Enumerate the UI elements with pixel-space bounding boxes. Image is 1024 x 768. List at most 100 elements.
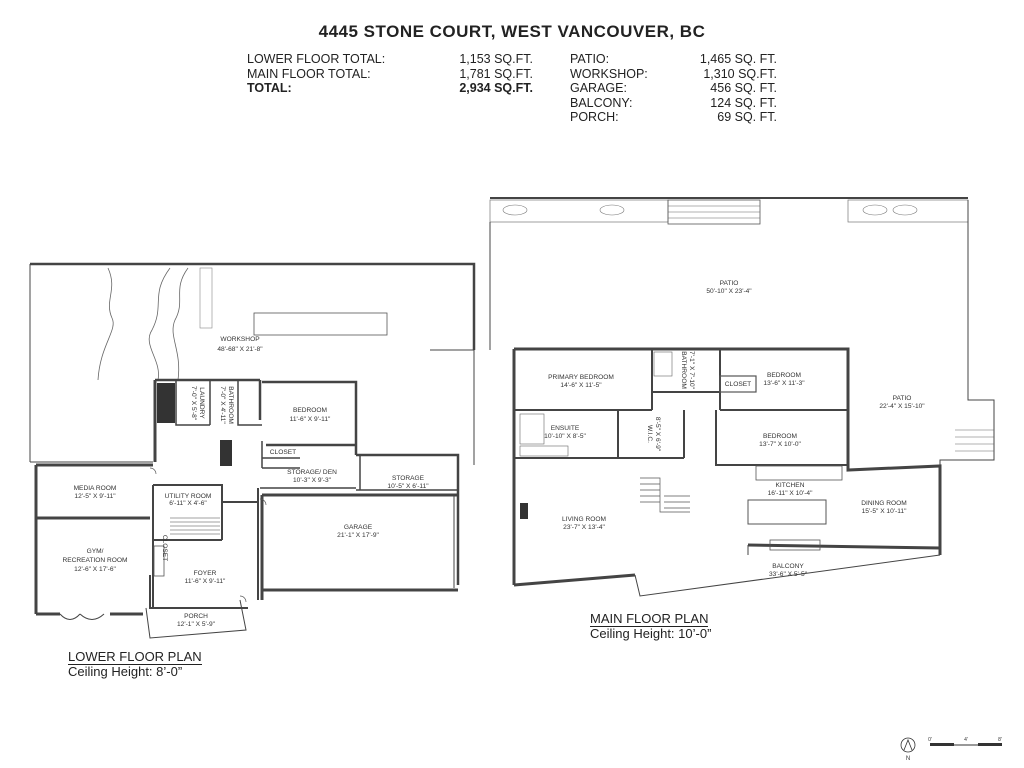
area-row-main: MAIN FLOOR TOTAL: 1,781 SQ.FT. — [247, 67, 533, 82]
patio-side-dim: 22'-4" X 15'-10" — [879, 403, 925, 410]
area-value: 456 SQ. FT. — [710, 81, 777, 95]
wic-name: W.I.C. — [646, 425, 653, 443]
workshop-dim: 48'-68" X 21'-8" — [217, 346, 263, 353]
balcony-dim: 33'-6" X 5'-5" — [769, 571, 808, 578]
rock-outline — [172, 267, 189, 381]
living-room-name: LIVING ROOM — [562, 516, 606, 523]
area-value: 1,465 SQ. FT. — [699, 52, 777, 66]
balcony-outline — [634, 545, 941, 597]
door-arc — [149, 467, 157, 475]
garage-name: GARAGE — [344, 524, 373, 531]
door-arc — [239, 595, 247, 603]
main-exterior-walls — [512, 347, 942, 587]
primary-bedroom-name: PRIMARY BEDROOM — [548, 374, 614, 381]
utility-room-dim: 6'-11" X 4'-6" — [169, 500, 207, 507]
utility-room-name: UTILITY ROOM — [165, 493, 212, 500]
north-arrow-icon — [900, 737, 916, 753]
porch-name: PORCH — [184, 613, 208, 620]
workshop-wall-inner — [29, 264, 475, 465]
storage-name: STORAGE — [392, 475, 425, 482]
laundry-name: LAUNDRY — [198, 387, 205, 419]
rock-outline — [97, 267, 114, 381]
lower-bedroom-dim: 11'-6" X 9'-11" — [290, 416, 331, 423]
dining-room-name: DINING ROOM — [861, 500, 906, 507]
area-label: TOTAL: — [247, 81, 292, 95]
gym-doors — [59, 613, 105, 620]
main-floor-title: MAIN FLOOR PLAN Ceiling Height: 10’-0” — [590, 612, 711, 641]
lower-floor-ceiling: Ceiling Height: 8’-0” — [68, 664, 183, 679]
workbench — [253, 312, 388, 336]
main-closet — [719, 375, 757, 393]
area-value: 1,781 SQ.FT. — [459, 66, 533, 81]
garage-dim: 21'-1" X 17'-9" — [337, 532, 379, 539]
workshop-name: WORKSHOP — [220, 336, 260, 343]
main-floor-ceiling: Ceiling Height: 10’-0” — [590, 626, 712, 641]
recreation-name: RECREATION ROOM — [62, 557, 127, 564]
patio-side-name: PATIO — [893, 395, 912, 402]
area-label: PORCH: — [570, 110, 619, 124]
plant-icon — [599, 204, 625, 216]
kitchen-counter — [755, 465, 843, 481]
area-value: 1,153 SQ.FT. — [459, 52, 533, 66]
media-room-dim: 12'-5" X 9'-11" — [74, 493, 116, 500]
planter-left — [489, 199, 669, 223]
balcony-name: BALCONY — [772, 563, 804, 570]
area-summary-floors: LOWER FLOOR TOTAL: 1,153 SQ.FT. MAIN FLO… — [247, 52, 533, 96]
main-bathroom-name: BATHROOM — [680, 351, 687, 389]
fireplace-block — [220, 440, 232, 466]
storage-dim: 10'-5" X 6'-11" — [387, 483, 429, 490]
gym-name: GYM/ — [87, 548, 104, 555]
rock-outline — [148, 267, 171, 381]
lower-bathroom-name: BATHROOM — [227, 386, 234, 424]
scale-bar: 0' 4' 8' — [928, 737, 1002, 746]
foyer-closet-name: CLOSET — [161, 535, 168, 561]
area-label: WORKSHOP: — [570, 66, 648, 81]
area-row-garage: GARAGE: 456 SQ. FT. — [570, 81, 777, 96]
core-walls — [155, 378, 460, 585]
garage-walls — [260, 493, 458, 600]
ensuite-name: ENSUITE — [551, 425, 580, 432]
plant-icon — [892, 204, 918, 216]
main-bathroom-dim: 7'-1" X 7'-10" — [688, 351, 695, 390]
lower-closet-name: CLOSET — [270, 449, 296, 456]
area-label: LOWER FLOOR TOTAL: — [247, 52, 386, 66]
lower-bedroom-name: BEDROOM — [293, 407, 327, 414]
planter-right — [847, 199, 969, 223]
living-room-dim: 23'-7" X 13'-4" — [563, 524, 605, 531]
area-row-total: TOTAL: 2,934 SQ.FT. — [247, 81, 533, 96]
patio-top-dim: 50'-10" X 23'-4" — [706, 288, 752, 295]
living-fireplace — [520, 503, 528, 519]
area-value: 2,934 SQ.FT. — [459, 81, 533, 95]
north-label: N — [906, 756, 910, 762]
bedroom-1-dim: 13'-6" X 11'-3" — [763, 380, 805, 387]
shower — [519, 413, 545, 445]
main-floor-plan: PATIO 50'-10" X 23'-4" PRIMARY BEDROOM 1… — [489, 197, 995, 597]
storage-den-name: STORAGE/ DEN — [287, 469, 337, 476]
area-value: 1,310 SQ.FT. — [703, 66, 777, 81]
workshop-wall — [30, 262, 476, 350]
porch-dim: 12'-1" X 5'-9" — [177, 621, 216, 628]
area-row-lower: LOWER FLOOR TOTAL: 1,153 SQ.FT. — [247, 52, 533, 67]
ensuite-tub — [519, 445, 569, 457]
bedroom-2-dim: 13'-7" X 10'-0" — [759, 441, 801, 448]
kitchen-lower-counter — [769, 539, 821, 551]
utility-foyer-walls — [149, 484, 259, 609]
door-arc — [259, 498, 267, 506]
media-gym-walls — [34, 463, 153, 616]
primary-bedroom-dim: 14'-6" X 11'-5" — [560, 382, 602, 389]
foyer-name: FOYER — [194, 570, 217, 577]
garage-inner — [266, 495, 455, 588]
kitchen-dim: 16'-11" X 10'-4" — [768, 490, 813, 497]
stairs — [170, 517, 220, 535]
media-room-name: MEDIA ROOM — [74, 485, 117, 492]
workshop-shelf — [199, 267, 213, 329]
scale-label: 0' — [928, 737, 932, 743]
area-value: 124 SQ. FT. — [710, 95, 777, 110]
plant-icon — [502, 204, 528, 216]
scale-label: 8' — [998, 737, 1002, 743]
wic-dim: 8'-5" X 6'-9" — [654, 417, 661, 452]
area-row-patio: PATIO: 1,465 SQ. FT. — [570, 52, 777, 67]
lower-bathroom-dim: 7'-0" X 4'-11" — [219, 386, 226, 424]
main-floor-plan-title: MAIN FLOOR PLAN — [590, 611, 709, 627]
